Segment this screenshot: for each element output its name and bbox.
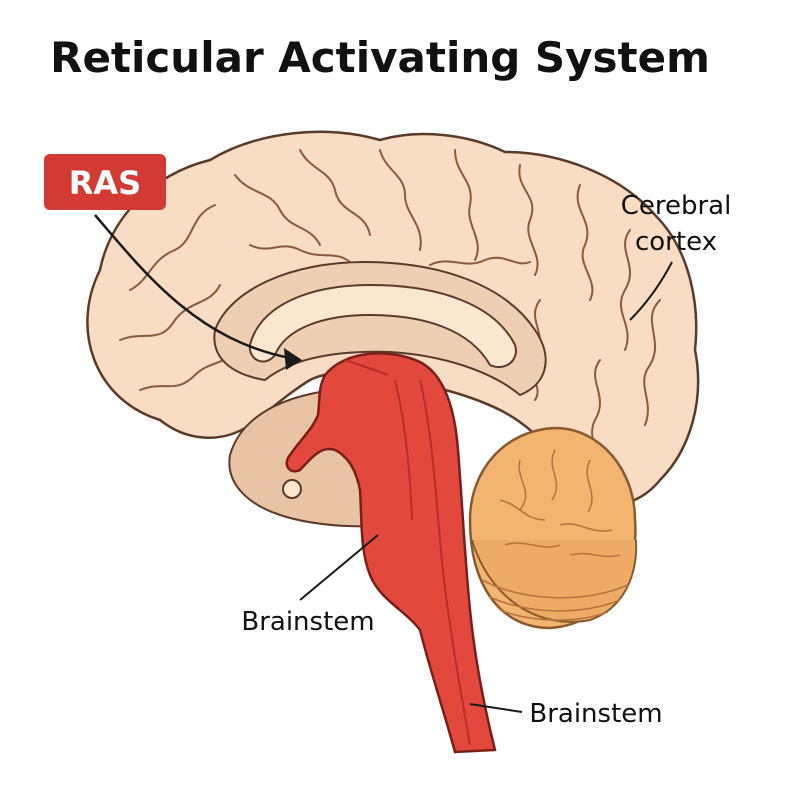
brainstem-upper-leader-line <box>299 534 379 601</box>
brainstem-label-lower: Brainstem <box>529 699 662 729</box>
pituitary-knob <box>282 479 302 499</box>
ras-badge: RAS <box>44 154 166 210</box>
cerebellum <box>468 426 638 630</box>
ras-arrow <box>94 214 302 370</box>
ras-label: RAS <box>69 164 141 202</box>
cerebral-label-line2: cortex <box>635 227 717 257</box>
brainstem <box>285 352 497 754</box>
corpus-callosum <box>248 283 517 368</box>
cortex-leader-line <box>629 261 673 321</box>
diagram-title: Reticular Activating System <box>50 33 710 82</box>
brainstem-label-upper: Brainstem <box>241 607 374 637</box>
cerebral-label-line1: Cerebral <box>621 191 732 221</box>
brainstem-lower-leader-line <box>469 703 523 713</box>
